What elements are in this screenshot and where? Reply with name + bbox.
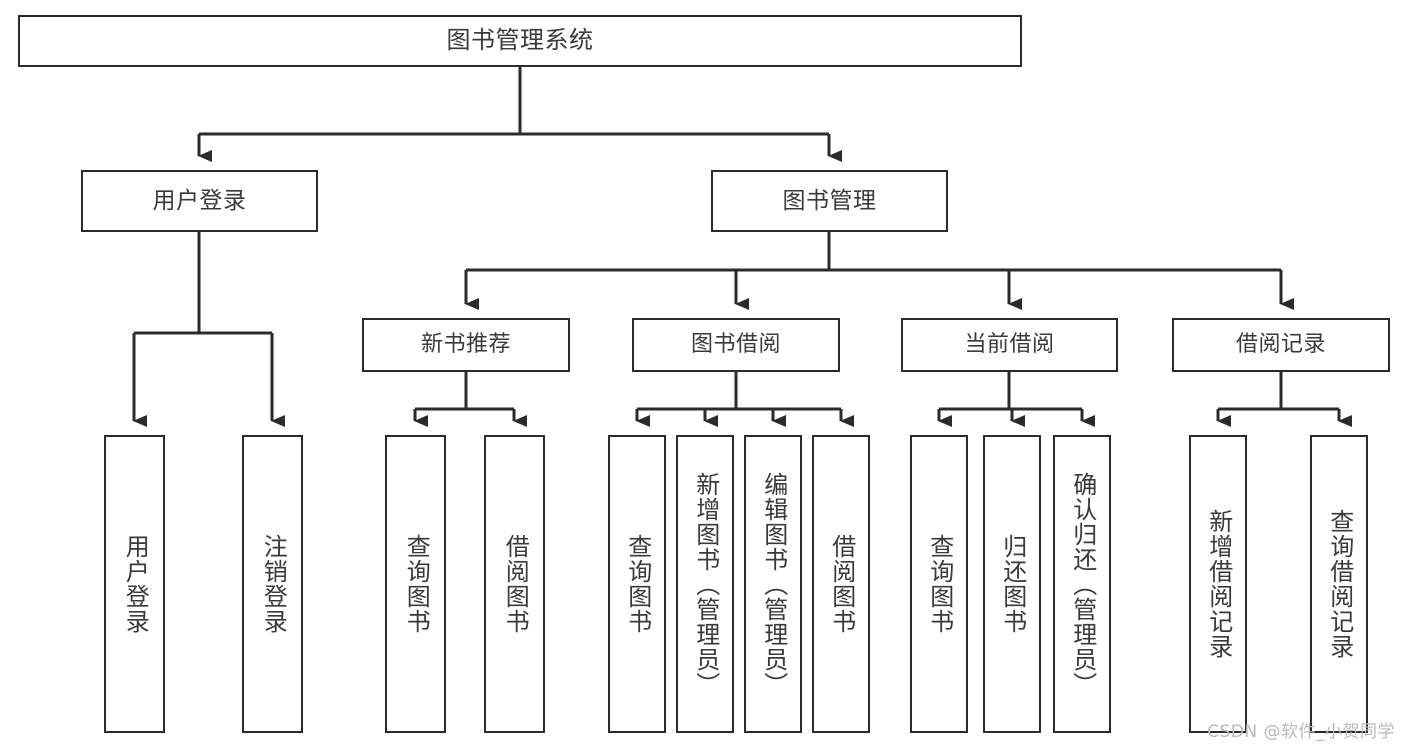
node-leaf-query-borrow-record-label: 查询借阅记录 (1325, 509, 1354, 659)
node-leaf-add-book[interactable]: 新增图书（管理员） (676, 435, 734, 733)
node-leaf-add-book-label: 新增图书（管理员） (691, 471, 720, 697)
node-book-management-label: 图书管理 (782, 187, 877, 214)
node-leaf-user-login-label: 用户登录 (121, 534, 150, 634)
node-leaf-add-borrow-record[interactable]: 新增借阅记录 (1189, 435, 1247, 733)
node-book-management[interactable]: 图书管理 (711, 170, 948, 232)
node-leaf-query-book-2-label: 查询图书 (623, 534, 652, 634)
node-leaf-borrow-book-1-label: 借阅图书 (501, 534, 530, 634)
node-leaf-user-login[interactable]: 用户登录 (104, 435, 165, 733)
node-leaf-query-borrow-record[interactable]: 查询借阅记录 (1310, 435, 1368, 733)
connector-group (132, 67, 1352, 427)
node-leaf-edit-book-label: 编辑图书（管理员） (759, 471, 788, 697)
node-leaf-return-book[interactable]: 归还图书 (983, 435, 1041, 733)
node-leaf-borrow-book-2[interactable]: 借阅图书 (812, 435, 870, 733)
node-user-login-label: 用户登录 (152, 187, 247, 214)
node-user-login[interactable]: 用户登录 (81, 170, 318, 232)
node-leaf-query-book-3-label: 查询图书 (925, 534, 954, 634)
node-leaf-logout[interactable]: 注销登录 (242, 435, 303, 733)
node-root-system-label: 图书管理系统 (446, 26, 594, 55)
node-leaf-confirm-return-label: 确认归还（管理员） (1068, 471, 1097, 697)
node-leaf-query-book-1[interactable]: 查询图书 (385, 435, 446, 733)
node-leaf-borrow-book-1[interactable]: 借阅图书 (484, 435, 545, 733)
node-leaf-query-book-2[interactable]: 查询图书 (608, 435, 666, 733)
node-new-book-recommend[interactable]: 新书推荐 (362, 318, 570, 372)
node-leaf-add-borrow-record-label: 新增借阅记录 (1204, 509, 1233, 659)
node-leaf-logout-label: 注销登录 (259, 534, 288, 634)
node-leaf-edit-book[interactable]: 编辑图书（管理员） (744, 435, 802, 733)
node-borrow-record[interactable]: 借阅记录 (1172, 318, 1390, 372)
node-book-borrow-label: 图书借阅 (690, 332, 781, 358)
node-book-borrow[interactable]: 图书借阅 (632, 318, 840, 372)
node-current-borrow[interactable]: 当前借阅 (901, 318, 1118, 372)
node-root-system[interactable]: 图书管理系统 (18, 15, 1022, 67)
node-leaf-query-book-3[interactable]: 查询图书 (910, 435, 968, 733)
node-leaf-borrow-book-2-label: 借阅图书 (827, 534, 856, 634)
node-current-borrow-label: 当前借阅 (964, 332, 1055, 358)
node-leaf-return-book-label: 归还图书 (998, 534, 1027, 634)
node-new-book-recommend-label: 新书推荐 (420, 332, 511, 358)
node-leaf-confirm-return[interactable]: 确认归还（管理员） (1053, 435, 1111, 733)
node-borrow-record-label: 借阅记录 (1235, 332, 1326, 358)
node-leaf-query-book-1-label: 查询图书 (402, 534, 431, 634)
